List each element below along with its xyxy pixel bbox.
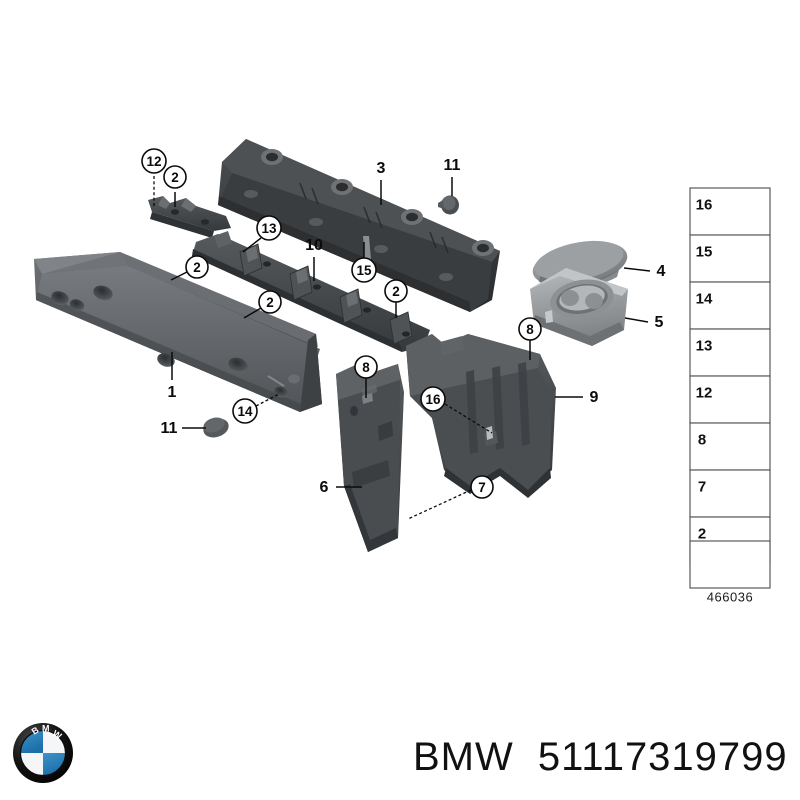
callout-label: 14 (237, 404, 253, 419)
legend-label-15: 15 (696, 244, 713, 261)
callout-5: 5 (624, 314, 664, 331)
callout-6: 6 (320, 479, 362, 496)
callout-13: 13 (242, 215, 282, 253)
callout-8: 8 (518, 317, 542, 360)
callout-circle (384, 279, 408, 303)
callout-leader-line (623, 267, 651, 272)
callout-circle (141, 148, 167, 174)
callout-circle (256, 215, 282, 241)
callout-label: 2 (392, 284, 400, 299)
callout-14: 14 (232, 393, 280, 424)
callout-label: 16 (425, 392, 441, 407)
legend-row-12 (689, 375, 771, 424)
legend-label-14: 14 (696, 291, 713, 308)
brand-name: BMW (413, 735, 514, 779)
callout-label: 1 (168, 384, 177, 401)
legend-label-7: 7 (698, 479, 706, 496)
callout-leader-line (255, 393, 280, 407)
legend-row-arrow (689, 540, 771, 589)
callout-label: 13 (261, 221, 277, 236)
legend-label-16: 16 (696, 197, 713, 214)
callout-circle (163, 165, 187, 189)
callout-label: 12 (146, 154, 161, 169)
callout-2: 2 (163, 165, 187, 207)
callout-circle (518, 317, 542, 341)
bmw-logo-letters: B (30, 725, 41, 737)
callout-label: 11 (444, 157, 461, 174)
callout-15: 15 (351, 242, 377, 283)
callout-11: 11 (161, 420, 206, 437)
callout-label: 7 (478, 480, 486, 495)
callout-circle (351, 257, 377, 283)
callout-leader-line (243, 307, 262, 319)
legend-row-16 (689, 187, 771, 236)
legend-label-13: 13 (696, 338, 713, 355)
callout-leader-line (624, 317, 649, 323)
callout-4: 4 (623, 263, 666, 280)
callout-11: 11 (444, 157, 461, 196)
callout-leader-line (242, 237, 262, 253)
callout-label: 10 (305, 237, 323, 254)
callout-label: 5 (655, 314, 664, 331)
legend-row-8 (689, 422, 771, 471)
callout-label: 11 (161, 420, 178, 437)
callout-9: 9 (555, 389, 599, 406)
part-6-side-trim-panel (336, 362, 404, 552)
callout-leader-line (170, 271, 188, 281)
callout-10: 10 (305, 237, 323, 281)
callout-2: 2 (243, 290, 282, 319)
callout-2: 2 (170, 255, 209, 281)
part-8-clip-markers (362, 393, 373, 404)
callout-label: 4 (657, 263, 666, 280)
callout-8: 8 (354, 355, 378, 398)
legend-row-14 (689, 281, 771, 330)
part-number: 51117319799 (537, 735, 788, 779)
callout-circle (258, 290, 282, 314)
callout-leader-line (407, 489, 472, 520)
legend-label-12: 12 (696, 385, 713, 402)
callout-circle (470, 475, 494, 499)
callout-2: 2 (384, 279, 408, 318)
callout-label: 2 (193, 260, 201, 275)
callout-circle (420, 386, 446, 412)
callout-circle (354, 355, 378, 379)
callout-label: 6 (320, 479, 329, 496)
callout-label: 2 (266, 295, 274, 310)
callout-circle (232, 398, 258, 424)
callout-label: 9 (590, 389, 599, 406)
bmw-logo: B M W (13, 723, 73, 783)
diagram-id-number: 466036 (707, 590, 753, 605)
part-5-cupholder-surround (530, 268, 628, 346)
part-12-2-bracket (148, 196, 231, 238)
part-9-wheelarch-trim (406, 334, 556, 498)
callout-label: 2 (171, 170, 179, 185)
callout-3: 3 (377, 160, 386, 205)
part-1-trim-panel (34, 252, 322, 412)
callout-leader-line (444, 403, 493, 434)
legend-row-15 (689, 234, 771, 283)
part-11-cap-left (203, 417, 229, 438)
callout-1: 1 (168, 352, 177, 401)
callout-7: 7 (407, 475, 494, 520)
callout-label: 3 (377, 160, 386, 177)
callout-label: 15 (356, 263, 372, 278)
callout-layer: 12 2 3 11 13 10 15 4 2 2 2 5 8 8 16 9 1 14 11 6 7 (141, 148, 666, 520)
legend-panel: 16 15 14 13 12 8 7 2 466036 (689, 187, 771, 605)
callout-label: 8 (362, 360, 370, 375)
legend-row-7 (689, 469, 771, 518)
legend-label-2: 2 (698, 526, 706, 543)
callout-circle (185, 255, 209, 279)
callout-16: 16 (420, 386, 493, 434)
svg-text:M: M (42, 724, 50, 734)
callout-label: 8 (526, 322, 534, 337)
legend-label-8: 8 (698, 432, 706, 449)
callout-12: 12 (141, 148, 167, 206)
part-10-support-rail (192, 231, 430, 352)
part-11-clip-top (438, 195, 459, 215)
